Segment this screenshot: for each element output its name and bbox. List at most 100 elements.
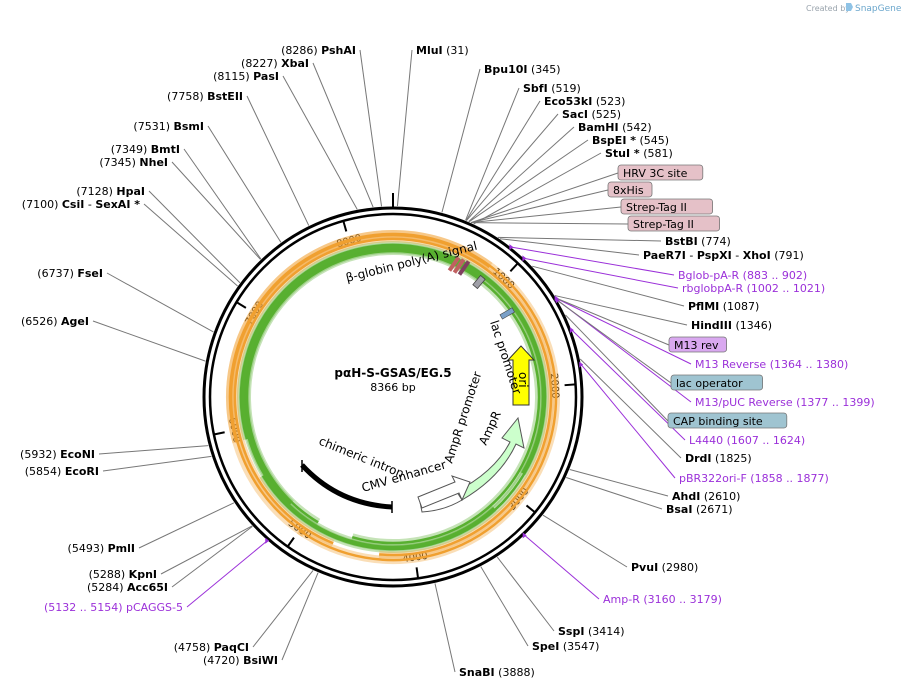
- primer-leader: [556, 298, 692, 365]
- site-leader: [160, 525, 253, 575]
- site-label-nhei[interactable]: (7345) NheI: [99, 156, 168, 169]
- site-label-bsteii[interactable]: (7758) BstEII: [167, 90, 243, 103]
- tick-mark: [213, 431, 225, 436]
- site-label-ahdi[interactable]: AhdI (2610): [672, 490, 740, 503]
- site-label-snabi[interactable]: SnaBI (3888): [459, 666, 535, 679]
- site-pos: (3888): [498, 666, 535, 679]
- primer-label-pbr322[interactable]: pBR322ori-F (1858 .. 1877): [679, 472, 829, 485]
- feature-box-cap[interactable]: CAP binding site: [667, 412, 788, 429]
- site-leader: [171, 161, 261, 260]
- orf-orange-mid[interactable]: [228, 232, 558, 562]
- site-pos: (5288): [89, 568, 126, 581]
- site-sep2: -: [735, 249, 739, 262]
- primer-label-l4440[interactable]: L4440 (1607 .. 1624): [689, 434, 805, 447]
- site-label-bsmi[interactable]: (7531) BsmI: [133, 120, 204, 133]
- ampr-arrow[interactable]: [454, 416, 525, 501]
- site-label-stui[interactable]: StuI * (581): [605, 147, 673, 160]
- site-pos: (1346): [735, 319, 772, 332]
- primer-label-m13rev[interactable]: M13 Reverse (1364 .. 1380): [695, 358, 848, 371]
- feature-box-m13revbox[interactable]: M13 rev: [668, 336, 727, 353]
- site-label-fsei[interactable]: (6737) FseI: [37, 267, 103, 280]
- site-label-sbfi[interactable]: SbfI (519): [523, 82, 581, 95]
- site-label-pflmi[interactable]: PflMI (1087): [688, 300, 759, 313]
- site-label-bamhi[interactable]: BamHI (542): [578, 121, 652, 134]
- site-label-paqci[interactable]: (4758) PaqCI: [174, 641, 249, 654]
- cmv-enhancer-arrow[interactable]: [417, 475, 471, 509]
- site-pos: (7100): [22, 198, 59, 211]
- orf-green-ampr[interactable]: [241, 245, 545, 549]
- primer-name: pCAGGS-5: [126, 601, 183, 614]
- site-name: SpeI: [532, 640, 559, 653]
- site-name: XbaI: [281, 57, 309, 70]
- site-label-xbai[interactable]: (8227) XbaI: [241, 57, 309, 70]
- site-pos: (6737): [37, 267, 74, 280]
- site-label-mlui[interactable]: MluI (31): [416, 44, 469, 57]
- site-label-pvui[interactable]: PvuI (2980): [631, 561, 698, 574]
- orf-orange-bottom[interactable]: [233, 237, 553, 557]
- site-sep1: -: [689, 249, 693, 262]
- feature-box-hrv3c[interactable]: HRV 3C site: [617, 164, 704, 181]
- site-name: EcoRI: [65, 465, 99, 478]
- chimeric-intron-arc[interactable]: [300, 463, 393, 510]
- site-leader: [359, 49, 383, 207]
- site-leader: [102, 455, 212, 472]
- site-leader: [569, 469, 669, 497]
- orf-green-small[interactable]: [239, 243, 547, 551]
- site-pos: (774): [701, 235, 731, 248]
- site-label-bpu10i[interactable]: Bpu10I (345): [484, 63, 561, 76]
- site-label-ecoNI[interactable]: (5932) EcoNI: [20, 448, 95, 461]
- feature-box-label: CAP binding site: [673, 415, 763, 428]
- site-label-sspi[interactable]: SspI (3414): [558, 625, 625, 638]
- site-name: MluI: [416, 44, 443, 57]
- site-label-paer7i[interactable]: PaeR7I - PspXI - XhoI (791): [643, 249, 804, 262]
- feature-box-strep1[interactable]: Strep-Tag II: [620, 198, 713, 215]
- site-label-acc65i[interactable]: (5284) Acc65I: [87, 581, 168, 594]
- site-label-bsiwi[interactable]: (4720) BsiWI: [203, 654, 278, 667]
- site-label-pshai[interactable]: (8286) PshAI: [281, 44, 356, 57]
- site-label-spei[interactable]: SpeI (3547): [532, 640, 599, 653]
- site-pos: (8115): [213, 70, 250, 83]
- box-leader: [470, 206, 622, 224]
- site-label-ecori[interactable]: (5854) EcoRI: [25, 465, 99, 478]
- site-leader: [499, 238, 640, 256]
- site-label-pmli[interactable]: (5493) PmlI: [68, 542, 135, 555]
- site-label-pasi[interactable]: (8115) PasI: [213, 70, 279, 83]
- primer-label-pcaggs[interactable]: (5132 .. 5154) pCAGGS-5: [44, 601, 183, 614]
- primer-label-ampr[interactable]: Amp-R (3160 .. 3179): [603, 593, 722, 606]
- site-label-bspei[interactable]: BspEI * (545): [592, 134, 669, 147]
- site-leader: [138, 502, 235, 549]
- primer-label-m13puc[interactable]: M13/pUC Reverse (1377 .. 1399): [695, 396, 875, 409]
- feature-box-label: Strep-Tag II: [633, 218, 694, 231]
- site-label-drdi[interactable]: DrdI (1825): [685, 452, 752, 465]
- site-label-saci[interactable]: SacI (525): [562, 108, 621, 121]
- primer-range: (1377 .. 1399): [796, 396, 875, 409]
- orf-green-bottom[interactable]: [245, 249, 541, 545]
- feature-box-strep2[interactable]: Strep-Tag II: [627, 215, 720, 232]
- site-leader: [465, 87, 520, 221]
- orf-orange-bottom-halo: [231, 235, 555, 559]
- primer-label-bglob[interactable]: Bglob-pA-R (883 .. 902): [678, 269, 807, 282]
- primer-range: (883 .. 902): [743, 269, 808, 282]
- site-pos: (2980): [662, 561, 699, 574]
- tick-mark: [342, 220, 348, 232]
- snapgene-brand: SnapGene: [855, 4, 902, 14]
- site-name: Eco53kI: [544, 95, 592, 108]
- feature-box-label: Strep-Tag II: [626, 201, 687, 214]
- site-name: NheI: [139, 156, 168, 169]
- site-label-bmti[interactable]: (7349) BmtI: [111, 143, 180, 156]
- tick-mark: [564, 383, 576, 387]
- site-label-csii[interactable]: (7100) CsiI - SexAI *: [22, 198, 140, 211]
- feature-box-his8[interactable]: 8xHis: [607, 181, 653, 198]
- site-label-bsai[interactable]: BsaI (2671): [666, 503, 733, 516]
- orf-green-large[interactable]: [243, 247, 481, 505]
- site-label-kpni[interactable]: (5288) KpnI: [89, 568, 157, 581]
- site-label-eco53ki[interactable]: Eco53kI (523): [544, 95, 625, 108]
- primer-label-rbglob[interactable]: rbglobpA-R (1002 .. 1021): [682, 282, 825, 295]
- site-leader: [468, 139, 589, 223]
- site-label-hindiii[interactable]: HindIII (1346): [691, 319, 772, 332]
- ori-arrow[interactable]: [506, 345, 536, 406]
- site-label-agei[interactable]: (6526) AgeI: [21, 315, 89, 328]
- feature-box-lacop[interactable]: lac operator: [670, 374, 763, 391]
- site-label-bstbi[interactable]: BstBI (774): [665, 235, 731, 248]
- site-label-hpai[interactable]: (7128) HpaI: [76, 185, 145, 198]
